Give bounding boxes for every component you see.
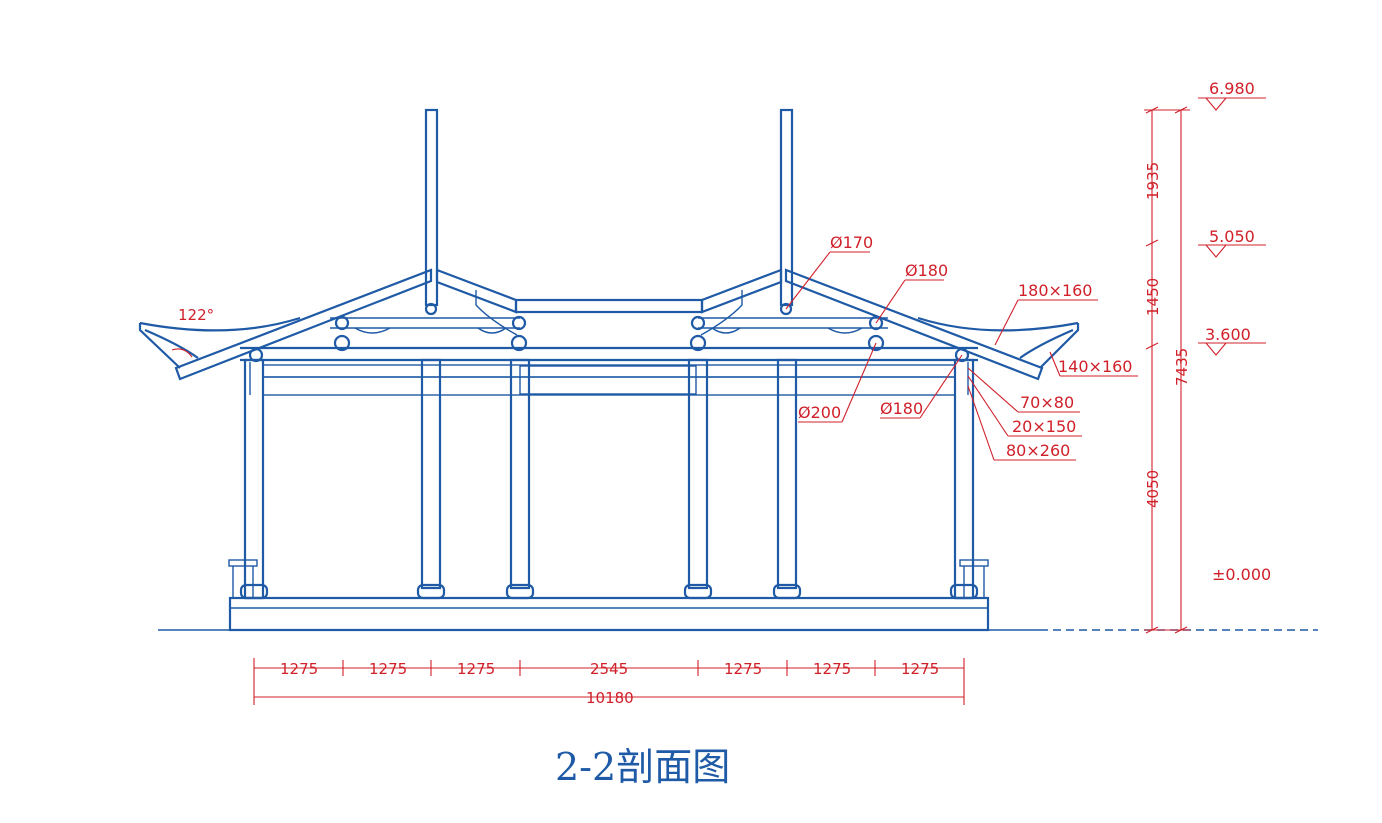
dim-bay-5: 1275 bbox=[724, 660, 762, 678]
elevation-3600: 3.600 bbox=[1205, 325, 1251, 344]
elevation-5050: 5.050 bbox=[1209, 227, 1255, 246]
member-leaders bbox=[785, 251, 1138, 461]
elevation-6980: 6.980 bbox=[1209, 79, 1255, 98]
label-d200: Ø200 bbox=[798, 403, 841, 422]
label-180x160: 180×160 bbox=[1018, 281, 1092, 300]
dim-4050: 4050 bbox=[1144, 470, 1162, 508]
dim-bay-4: 2545 bbox=[590, 660, 628, 678]
label-20x150: 20×150 bbox=[1012, 417, 1076, 436]
label-80x260: 80×260 bbox=[1006, 441, 1070, 460]
label-d180-upper: Ø180 bbox=[905, 261, 948, 280]
roof bbox=[138, 268, 1080, 381]
angle-label: 122° bbox=[178, 306, 214, 324]
columns bbox=[243, 358, 975, 600]
angle-marker: 122° bbox=[171, 306, 214, 358]
dim-bay-7: 1275 bbox=[901, 660, 939, 678]
label-70x80: 70×80 bbox=[1020, 393, 1074, 412]
column-bases bbox=[239, 583, 979, 600]
label-d180-lower: Ø180 bbox=[880, 399, 923, 418]
horizontal-dimension-labels: 1275 1275 1275 2545 1275 1275 1275 10180 bbox=[280, 660, 939, 707]
elevation-marks bbox=[1198, 97, 1266, 356]
drawing-title: 2-2剖面图 bbox=[555, 745, 730, 789]
dim-total-width: 10180 bbox=[586, 689, 634, 707]
dim-7435: 7435 bbox=[1173, 348, 1191, 386]
elevation-labels: 6.980 5.050 3.600 ±0.000 bbox=[1205, 79, 1271, 584]
purlins bbox=[248, 302, 970, 363]
vertical-dimension-labels: 1935 1450 4050 7435 bbox=[1144, 162, 1191, 508]
dim-bay-2: 1275 bbox=[369, 660, 407, 678]
dim-bay-6: 1275 bbox=[813, 660, 851, 678]
label-140x160: 140×160 bbox=[1058, 357, 1132, 376]
dim-bay-3: 1275 bbox=[457, 660, 495, 678]
dim-bay-1: 1275 bbox=[280, 660, 318, 678]
member-labels: Ø170 Ø180 180×160 140×160 Ø200 Ø180 70×8… bbox=[798, 233, 1132, 460]
tall-posts bbox=[424, 108, 794, 307]
beams bbox=[240, 346, 978, 396]
horizontal-dimension-lines bbox=[253, 658, 965, 705]
elevation-0000: ±0.000 bbox=[1212, 565, 1271, 584]
platform bbox=[228, 596, 990, 632]
vertical-dimension-lines bbox=[1144, 106, 1190, 634]
label-d170: Ø170 bbox=[830, 233, 873, 252]
railings bbox=[228, 559, 989, 598]
dim-1935: 1935 bbox=[1144, 162, 1162, 200]
dim-1450: 1450 bbox=[1144, 278, 1162, 316]
